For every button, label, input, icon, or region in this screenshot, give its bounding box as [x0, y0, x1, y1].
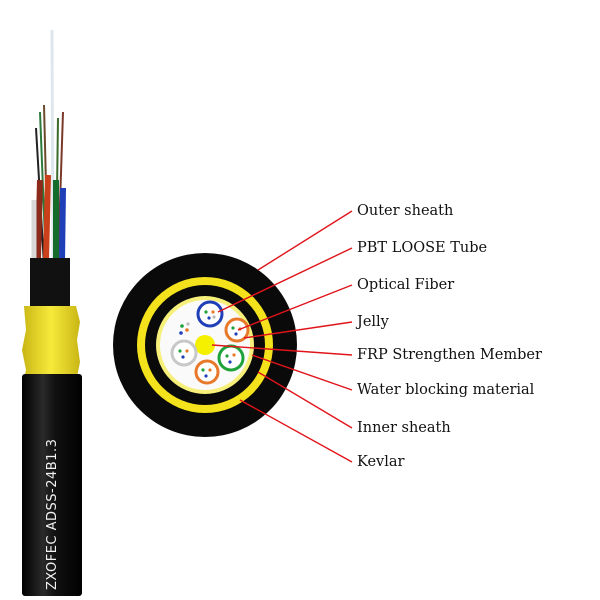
- label-jelly: Jelly: [357, 314, 389, 330]
- cable-jacket-print: ZXOFEC ADSS-24B1.3: [45, 439, 60, 590]
- loose-tube-gray: [170, 339, 198, 367]
- label-water-blocking-material: Water blocking material: [357, 382, 535, 398]
- loose-tube-blue: [196, 300, 224, 328]
- loose-tube-green: [217, 344, 245, 372]
- label-frp-strengthen-member: FRP Strengthen Member: [357, 347, 542, 363]
- leader-outer-sheath: [257, 210, 353, 271]
- side-inner-sheath: [30, 258, 70, 308]
- filler-fibers: [179, 322, 190, 335]
- leader-kevlar: [239, 399, 353, 463]
- leader-optical-fiber: [237, 284, 353, 331]
- side-outer-jacket: [22, 374, 82, 596]
- frp-strengthen-member-core: [195, 335, 215, 355]
- leader-pbt-loose-tube: [217, 247, 353, 313]
- label-inner-sheath: Inner sheath: [357, 420, 451, 436]
- loose-tube-orange-right: [224, 317, 250, 343]
- cable-cross-section: [113, 253, 297, 437]
- label-kevlar: Kevlar: [357, 454, 405, 470]
- leader-frp: [211, 344, 353, 356]
- side-kevlar: [22, 306, 80, 388]
- leader-inner-sheath: [257, 371, 353, 429]
- cable-side-view: ZXOFEC ADSS-24B1.3: [22, 29, 82, 596]
- leader-lines: [211, 210, 353, 463]
- label-outer-sheath: Outer sheath: [357, 203, 454, 219]
- loose-tube-orange-bottom: [194, 359, 220, 385]
- label-pbt-loose-tube: PBT LOOSE Tube: [357, 240, 488, 256]
- side-loose-tubes: [31, 174, 66, 263]
- label-optical-fiber: Optical Fiber: [357, 277, 455, 293]
- leader-jelly: [243, 321, 353, 339]
- leader-water-blocking: [251, 354, 353, 391]
